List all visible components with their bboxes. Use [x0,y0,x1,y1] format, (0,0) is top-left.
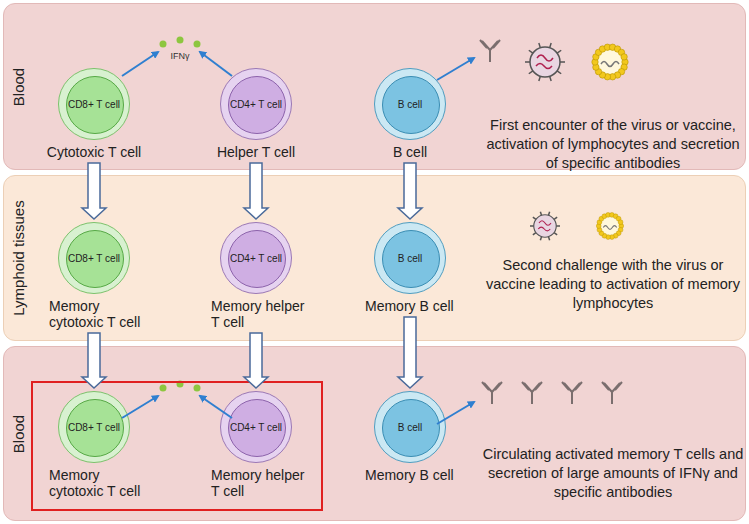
band-label: Blood [10,67,27,105]
cell-circle: B cell [374,222,446,294]
cell-type: CD8+ T cell [68,422,120,433]
cell-circle: CD4+ T cell [220,391,292,463]
block-arrow [82,163,106,219]
cell-label: Cytotoxic T cell [19,144,169,160]
band-description: Second challenge with the virus or vacci… [482,256,744,313]
block-arrow [244,163,268,219]
cell-label: Memory B cell [351,467,469,483]
cell-node: CD8+ T cellMemory cytotoxic T cell [35,222,153,330]
cell-node: CD4+ T cellMemory helper T cell [197,222,315,330]
block-arrow [398,163,422,219]
band-panel: BloodFirst encounter of the virus or vac… [3,3,746,170]
cell-circle: B cell [374,391,446,463]
cell-label: Memory B cell [351,298,469,314]
cell-node: B cellMemory B cell [351,222,469,314]
cell-node: B cell B cell [335,68,485,160]
cell-node: CD8+ T cellCytotoxic T cell [19,68,169,160]
band-label: Blood [10,414,27,452]
cell-label: Memory helper T cell [197,298,315,330]
cell-type: B cell [398,99,422,110]
cell-circle: CD8+ T cell [58,222,130,294]
cell-type: CD4+ T cell [230,253,282,264]
band-panel: Lymphoid tissues Second challenge with th… [3,175,746,341]
cell-type: CD4+ T cell [230,99,282,110]
cell-circle: CD8+ T cell [58,391,130,463]
band-description: First encounter of the virus or vaccine,… [482,116,744,173]
cell-circle: CD4+ T cell [220,222,292,294]
cell-type: CD4+ T cell [230,422,282,433]
cell-node: B cellMemory B cell [351,391,469,483]
cytokine-label: IFNγ [171,51,190,61]
cell-circle: CD4+ T cell [220,68,292,140]
cell-label: Memory helper T cell [197,467,315,499]
cell-type: B cell [398,422,422,433]
block-arrow [82,333,106,388]
cell-circle: B cell [374,68,446,140]
cell-circle: CD8+ T cell [58,68,130,140]
band-description: Circulating activated memory T cells and… [482,445,744,502]
cell-label: Memory cytotoxic T cell [35,298,153,330]
cell-type: B cell [398,253,422,264]
cell-label: Helper T cell [181,144,331,160]
cell-label: B cell [335,144,485,160]
cell-label: Memory cytotoxic T cell [35,467,153,499]
cell-type: CD8+ T cell [68,253,120,264]
block-arrow [398,317,422,388]
cell-node: CD4+ T cellHelper T cell [181,68,331,160]
band-label: Lymphoid tissues [10,200,27,315]
cell-type: CD8+ T cell [68,99,120,110]
band-panel: BloodCirculating activated memory T cell… [3,346,746,521]
block-arrow [244,333,268,388]
cell-node: CD8+ T cellMemory cytotoxic T cell [35,391,153,499]
